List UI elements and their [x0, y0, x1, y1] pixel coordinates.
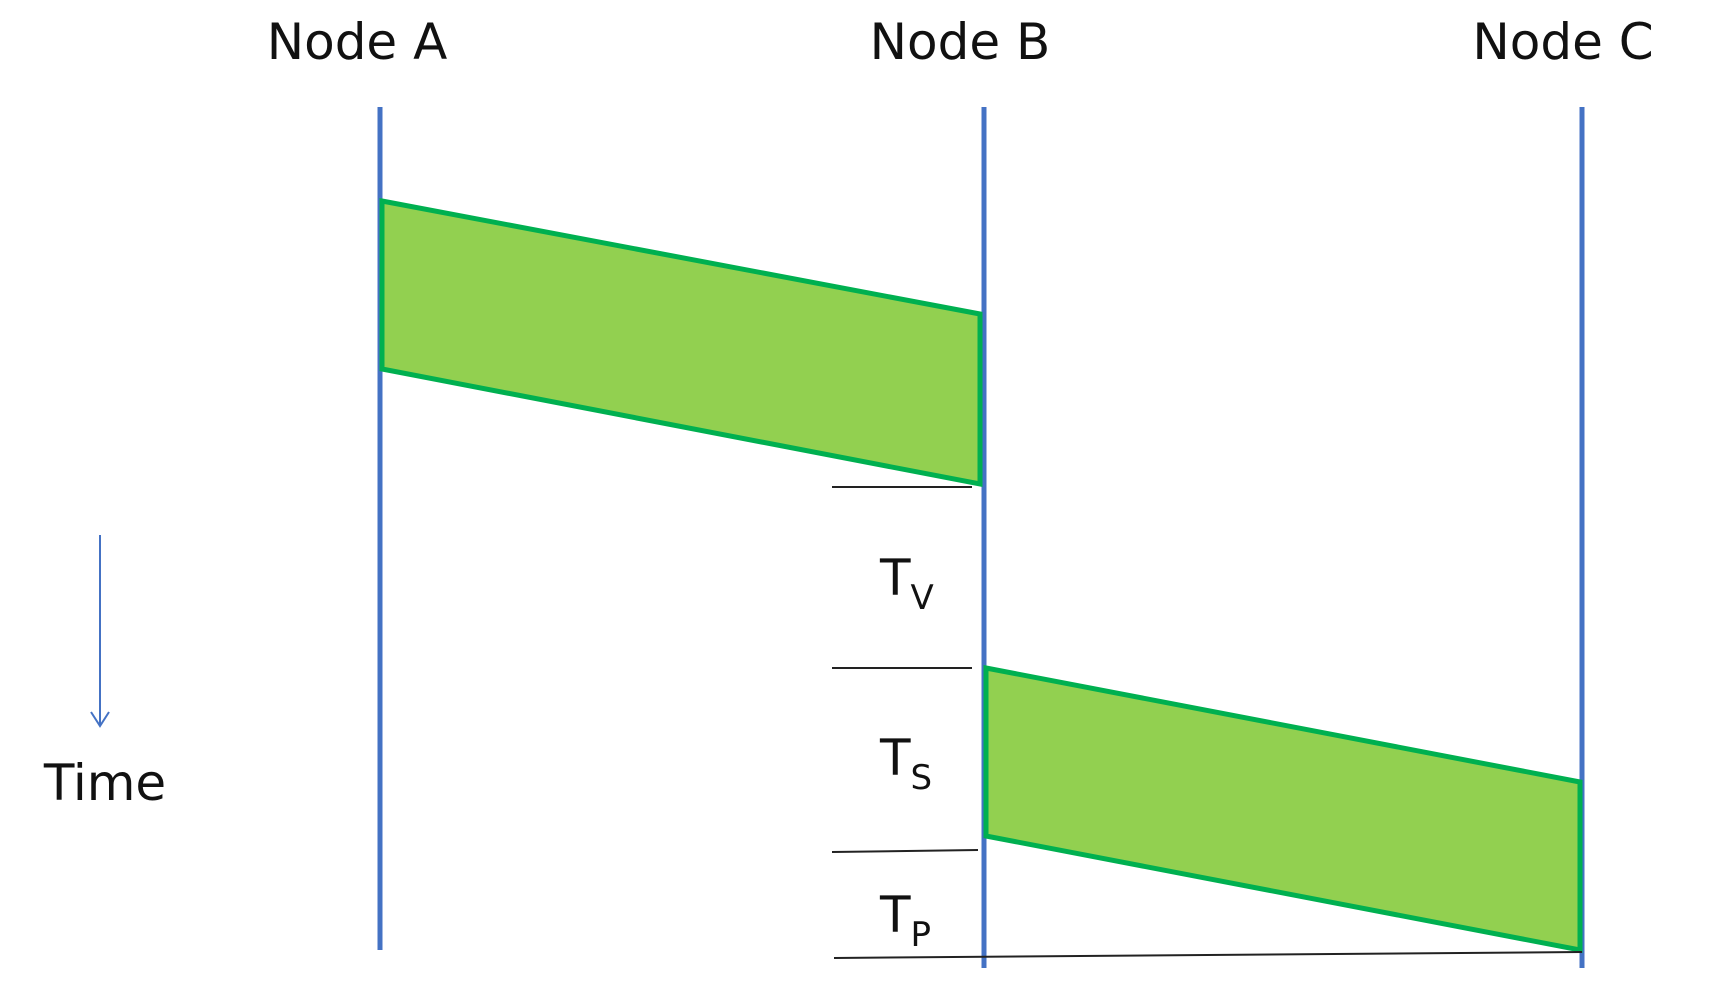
interval-label-tv: TV — [879, 549, 934, 618]
interval-label-tp: TP — [879, 886, 931, 955]
interval-label-ts: TS — [879, 729, 932, 798]
time-axis-label: Time — [43, 754, 166, 812]
node-b-label: Node B — [870, 13, 1051, 71]
node-c-label: Node C — [1472, 13, 1653, 71]
packet-a-to-b — [379, 197, 983, 488]
time-arrow-icon — [90, 535, 110, 728]
node-a-label: Node A — [267, 13, 448, 71]
interval-marker-3 — [831, 849, 979, 853]
packet-b-to-c — [983, 664, 1583, 954]
interval-marker-4 — [833, 951, 1583, 959]
